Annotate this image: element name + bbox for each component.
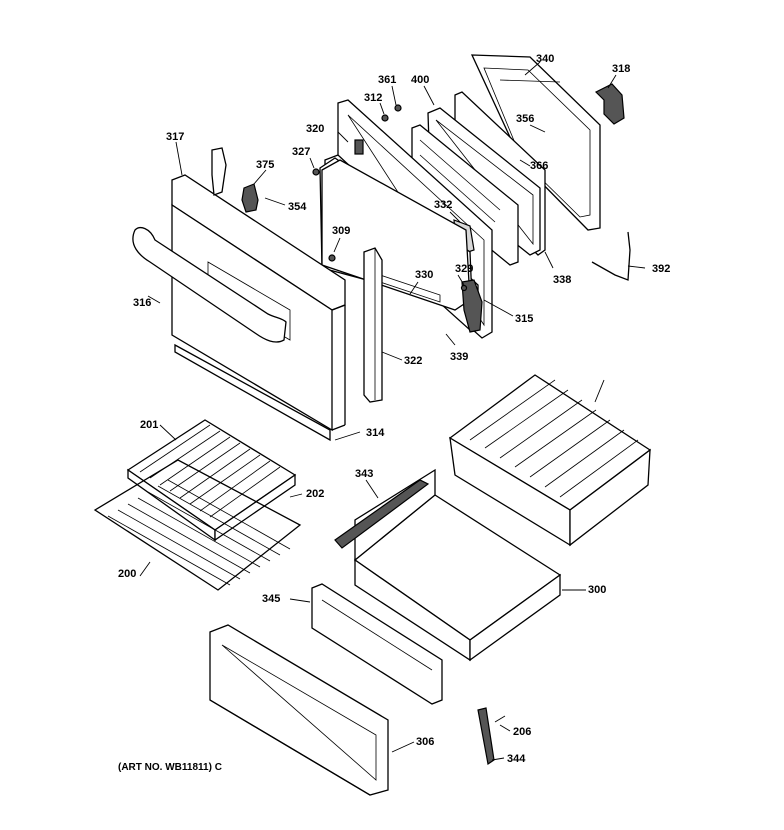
- callout-labels: 340 318 361 400 312 356 320 366 317 327 …: [118, 53, 670, 765]
- door-handle-316: [132, 227, 287, 343]
- vent-duct-322: [363, 247, 383, 403]
- hinge-arm: [211, 147, 227, 196]
- bracket-375: [241, 183, 286, 213]
- callout-322: 322: [404, 355, 422, 367]
- callout-343: 343: [355, 468, 373, 480]
- drawer-panel-306: [209, 624, 389, 796]
- callout-332: 332: [434, 199, 452, 211]
- callout-338: 338: [553, 274, 571, 286]
- storage-pan: [448, 374, 652, 547]
- art-number: (ART NO. WB11811) C: [118, 762, 222, 773]
- callout-202: 202: [306, 488, 324, 500]
- leader-lines: [139, 61, 646, 761]
- screw-361-icon: [394, 104, 402, 112]
- callout-329: 329: [455, 263, 473, 275]
- hinge-318: [594, 83, 625, 125]
- screw-312-icon: [381, 114, 389, 122]
- callout-316: 316: [133, 297, 151, 309]
- callout-330: 330: [415, 269, 433, 281]
- callout-312: 312: [364, 92, 382, 104]
- broiler-pan-201: [126, 419, 297, 542]
- callout-340: 340: [536, 53, 554, 65]
- callout-400: 400: [411, 74, 429, 86]
- slide-rail-343: [334, 479, 430, 549]
- slide-344: [477, 707, 506, 766]
- callout-354: 354: [288, 201, 307, 213]
- callout-314: 314: [366, 427, 385, 439]
- callout-327: 327: [292, 146, 310, 158]
- screw-329-icon: [460, 284, 468, 292]
- callout-201: 201: [140, 419, 158, 431]
- callout-344: 344: [507, 753, 526, 765]
- screw-309-icon: [328, 254, 336, 262]
- screw-327-icon: [312, 168, 320, 176]
- callout-318: 318: [612, 63, 630, 75]
- callout-320: 320: [306, 123, 324, 135]
- callout-306: 306: [416, 736, 434, 748]
- callout-345: 345: [262, 593, 280, 605]
- callout-315: 315: [515, 313, 533, 325]
- callout-206: 206: [513, 726, 531, 738]
- callout-309: 309: [332, 225, 350, 237]
- door-part-315: [461, 279, 483, 333]
- callout-356: 356: [516, 113, 534, 125]
- callout-300: 300: [588, 584, 606, 596]
- callout-375: 375: [256, 159, 274, 171]
- callout-339: 339: [450, 351, 468, 363]
- oven-rack-200: [93, 459, 302, 591]
- callout-366: 366: [530, 160, 548, 172]
- drawer-bracket-345: [311, 583, 443, 705]
- screw-icons: [312, 104, 468, 292]
- gasket-392: [591, 231, 631, 281]
- callout-200: 200: [118, 568, 136, 580]
- callout-317: 317: [166, 131, 184, 143]
- callout-392: 392: [652, 263, 670, 275]
- callout-361: 361: [378, 74, 396, 86]
